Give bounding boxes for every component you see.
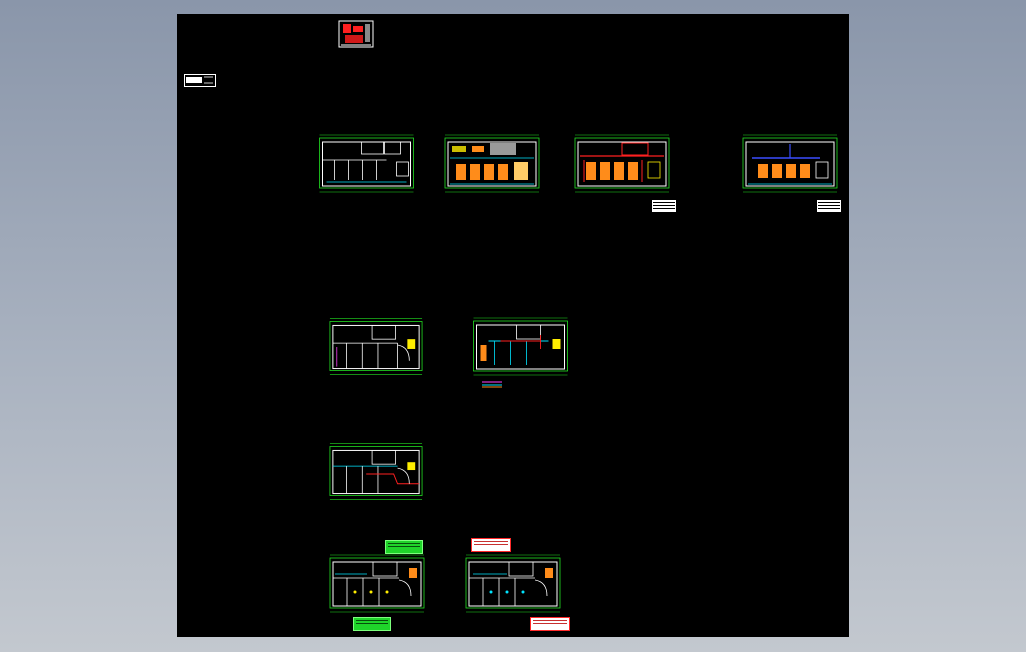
electric-2-legend — [481, 380, 503, 388]
cover-thumbnail-graphic — [338, 20, 374, 48]
plan-layout[interactable] — [442, 132, 542, 196]
plan-electric-3-graphic — [329, 443, 423, 500]
plan-pipes[interactable] — [739, 132, 841, 196]
pipes-legend — [816, 199, 842, 213]
model-space-canvas[interactable] — [177, 14, 849, 637]
title-block[interactable] — [184, 74, 216, 87]
plan-ceiling[interactable] — [572, 132, 672, 196]
plan-lighting-1-graphic — [329, 554, 425, 613]
plan-electric-1-graphic — [329, 318, 423, 375]
cover-thumbnail[interactable] — [338, 20, 374, 48]
plan-electric-2-graphic — [473, 317, 568, 376]
electric-2-legend-graphic — [482, 381, 502, 388]
plan-lighting-2-graphic — [465, 554, 561, 613]
lighting-2-note — [471, 538, 511, 552]
ceiling-legend — [651, 199, 677, 213]
lighting-1-legend — [353, 617, 391, 631]
lighting-1-note — [385, 540, 423, 554]
plan-lighting-1[interactable] — [327, 552, 427, 616]
plan-layout-graphic — [444, 134, 540, 193]
plan-original-graphic — [319, 134, 414, 193]
plan-electric-1[interactable] — [327, 315, 425, 379]
plan-original[interactable] — [316, 132, 417, 196]
lighting-2-legend — [530, 617, 570, 631]
plan-ceiling-graphic — [574, 134, 670, 193]
plan-electric-3[interactable] — [327, 440, 425, 504]
plan-pipes-graphic — [742, 134, 838, 193]
plan-lighting-2[interactable] — [463, 552, 563, 616]
title-block-graphic — [186, 76, 213, 84]
plan-electric-2[interactable] — [470, 315, 571, 379]
